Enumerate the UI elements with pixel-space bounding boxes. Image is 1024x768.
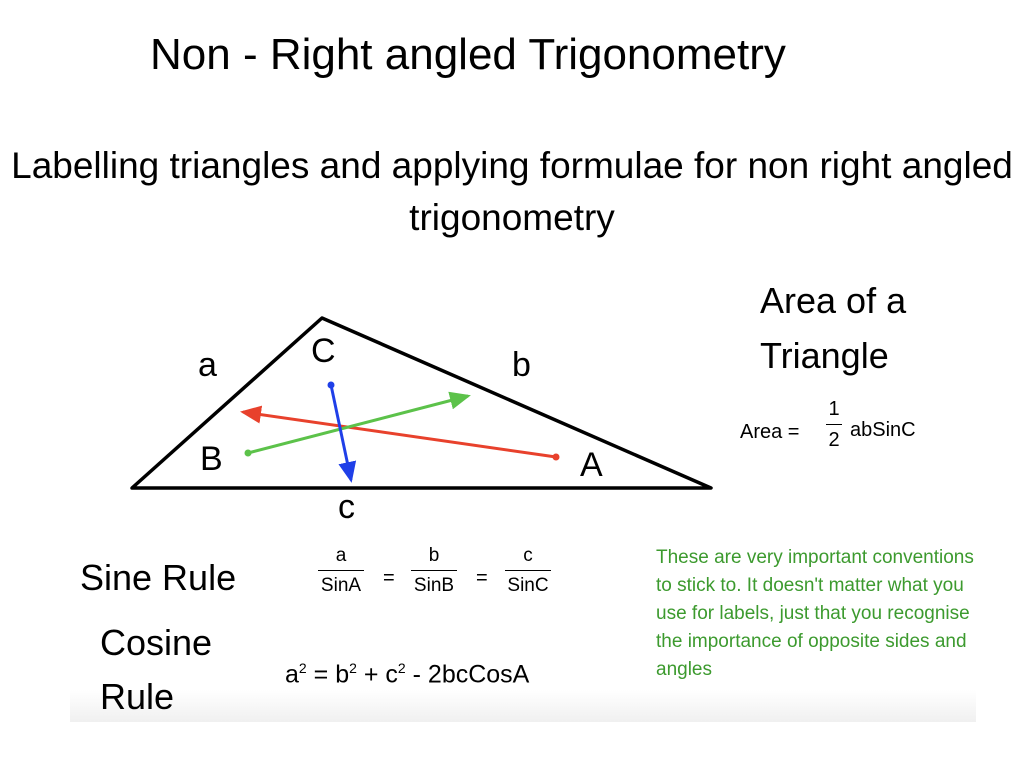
slide-subtitle: Labelling triangles and applying formula… bbox=[11, 145, 1013, 238]
term: - 2bcCosA bbox=[405, 660, 530, 689]
term: + c bbox=[356, 660, 398, 689]
fraction-bar bbox=[411, 570, 457, 571]
fraction-bar bbox=[505, 570, 551, 571]
cosine-rule-formula: a2 = b2 + c2 - 2bcCosA bbox=[285, 660, 529, 689]
conventions-note: These are very important conventions to … bbox=[656, 547, 974, 680]
area-heading-line2: Triangle bbox=[760, 335, 889, 376]
area-den: 2 bbox=[828, 429, 840, 451]
denominator: SinB bbox=[413, 575, 455, 596]
cosine-rule-label-line2: Rule bbox=[100, 676, 175, 717]
arrow-c-dot bbox=[327, 381, 335, 389]
exponent: 2 bbox=[298, 660, 307, 676]
denominator: SinA bbox=[320, 575, 362, 596]
slide-title: Non - Right angled Trigonometry bbox=[150, 30, 786, 79]
side-label-b: b bbox=[512, 346, 531, 384]
area-formula-rhs: abSinC bbox=[850, 419, 916, 441]
term: a bbox=[285, 660, 299, 689]
side-label-c: c bbox=[338, 488, 355, 526]
vertex-label-c: C bbox=[311, 332, 336, 370]
fraction-bar bbox=[318, 570, 364, 571]
sine-rule-label: Sine Rule bbox=[80, 557, 237, 598]
arrow-c-to-side bbox=[329, 384, 357, 483]
vertex-label-a: A bbox=[580, 446, 603, 484]
arrow-a-dot bbox=[552, 453, 560, 461]
area-num: 1 bbox=[828, 398, 840, 420]
arrow-b-dot bbox=[244, 449, 252, 457]
numerator: c bbox=[523, 545, 533, 566]
side-label-a: a bbox=[198, 346, 217, 384]
cosine-rule-label-line1: Cosine bbox=[100, 622, 213, 663]
sine-frac-b: b SinB bbox=[404, 545, 464, 597]
area-formula-half: 1 2 bbox=[824, 398, 844, 452]
sine-frac-a: a SinA bbox=[312, 545, 370, 597]
vertex-label-b: B bbox=[200, 440, 223, 478]
exponent: 2 bbox=[349, 660, 357, 676]
fraction-bar bbox=[826, 424, 842, 425]
term: = b bbox=[306, 660, 350, 689]
area-heading-line1: Area of a bbox=[760, 280, 907, 321]
numerator: a bbox=[335, 545, 347, 566]
slide-bottom-shadow bbox=[70, 690, 976, 722]
triangle-outline bbox=[130, 316, 713, 490]
equals-sign: = bbox=[476, 567, 488, 589]
exponent: 2 bbox=[397, 660, 406, 676]
denominator: SinC bbox=[507, 575, 549, 596]
sine-frac-c: c SinC bbox=[498, 545, 558, 597]
arrow-b-to-side bbox=[247, 391, 471, 455]
arrow-a-to-side bbox=[240, 405, 557, 459]
equals-sign: = bbox=[383, 567, 395, 589]
area-formula-lhs: Area = bbox=[740, 421, 800, 443]
numerator: b bbox=[428, 545, 440, 566]
